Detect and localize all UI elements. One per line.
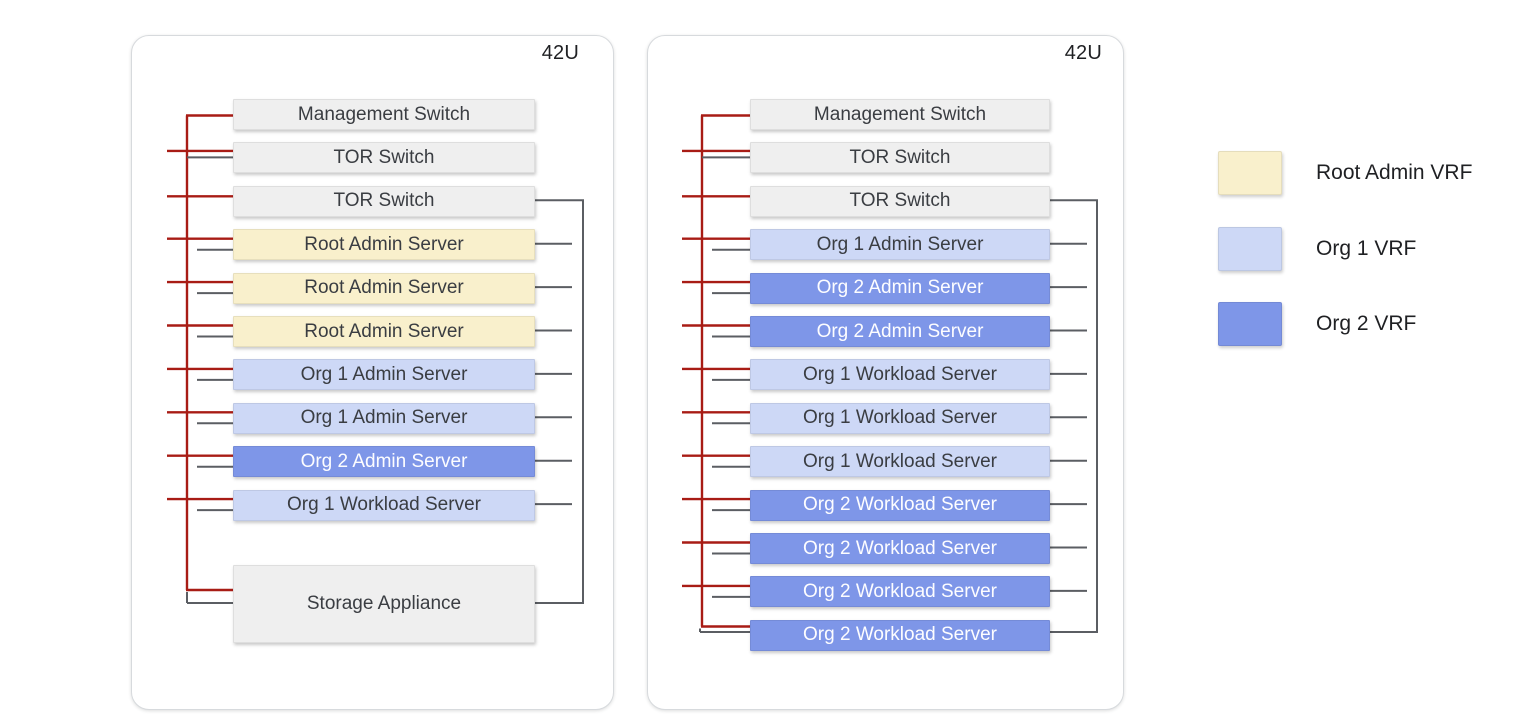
rack-unit-label: Org 2 Admin Server bbox=[816, 277, 984, 299]
rack-unit-label: Org 2 Workload Server bbox=[803, 580, 997, 602]
rack-unit-label: Org 1 Workload Server bbox=[803, 450, 997, 472]
rack-unit-label: Org 2 Workload Server bbox=[803, 624, 997, 646]
rack-1-capacity-label: 42U bbox=[541, 42, 579, 64]
rack-unit-label: TOR Switch bbox=[849, 190, 951, 212]
rack-unit-label: Org 2 Workload Server bbox=[803, 537, 997, 559]
rack-unit-label: Org 1 Workload Server bbox=[803, 363, 997, 385]
rack-unit: Management Switch bbox=[233, 99, 535, 130]
rack-unit-label: Org 1 Admin Server bbox=[300, 363, 468, 385]
rack-unit: Org 1 Workload Server bbox=[750, 402, 1050, 434]
legend-label: Root Admin VRF bbox=[1316, 161, 1473, 184]
legend-color-swatch bbox=[1218, 302, 1282, 346]
rack-unit: Org 2 Workload Server bbox=[750, 619, 1050, 651]
rack-unit: TOR Switch bbox=[233, 185, 535, 217]
legend-item: Root Admin VRF bbox=[1218, 151, 1472, 195]
legend-label: Org 2 VRF bbox=[1316, 312, 1417, 335]
rack-unit-label: Root Admin Server bbox=[304, 277, 464, 299]
legend-item: Org 2 VRF bbox=[1218, 302, 1416, 346]
rack-unit-label: Org 2 Admin Server bbox=[816, 320, 984, 342]
legend-label: Org 1 VRF bbox=[1316, 236, 1417, 260]
rack-unit-label: Org 2 Workload Server bbox=[803, 494, 997, 516]
rack-unit: Org 1 Admin Server bbox=[233, 402, 535, 434]
rack-unit: TOR Switch bbox=[750, 185, 1050, 217]
rack-unit-label: Org 1 Workload Server bbox=[287, 494, 481, 516]
rack-unit: Org 2 Admin Server bbox=[233, 446, 535, 478]
rack-unit-label: Storage Appliance bbox=[306, 593, 462, 614]
rack-unit-label: Management Switch bbox=[813, 103, 987, 125]
rack-unit-label: Org 1 Workload Server bbox=[803, 407, 997, 429]
rack-unit-label: Org 2 Admin Server bbox=[300, 450, 468, 472]
rack-unit-label: Root Admin Server bbox=[304, 320, 464, 342]
rack-unit: Storage Appliance bbox=[233, 565, 535, 643]
legend-color-swatch bbox=[1218, 151, 1282, 195]
rack-unit: Org 1 Workload Server bbox=[750, 359, 1050, 391]
rack-unit-label: TOR Switch bbox=[333, 190, 435, 212]
rack-unit: Management Switch bbox=[750, 99, 1050, 130]
rack-unit: Root Admin Server bbox=[233, 229, 535, 261]
rack-unit: Org 2 Admin Server bbox=[750, 316, 1050, 347]
rack-unit: Org 1 Workload Server bbox=[750, 446, 1050, 478]
legend-item: Org 1 VRF bbox=[1218, 226, 1417, 271]
rack-unit: Org 1 Admin Server bbox=[233, 359, 535, 391]
rack-unit: Org 1 Workload Server bbox=[233, 489, 535, 521]
rack-unit-label: Management Switch bbox=[297, 103, 471, 125]
rack-unit: TOR Switch bbox=[750, 142, 1050, 174]
rack-unit-label: Root Admin Server bbox=[304, 233, 464, 255]
rack-unit-label: TOR Switch bbox=[849, 146, 951, 168]
rack-unit: Org 2 Workload Server bbox=[750, 533, 1050, 564]
rack-unit-label: Org 1 Admin Server bbox=[816, 233, 984, 255]
rack-unit: Org 1 Admin Server bbox=[750, 229, 1050, 261]
rack-unit-label: TOR Switch bbox=[333, 146, 435, 168]
legend-color-swatch bbox=[1218, 226, 1282, 271]
rack-unit: Root Admin Server bbox=[233, 272, 535, 304]
rack-2-capacity-label: 42U bbox=[1064, 42, 1102, 64]
rack-unit-label: Org 1 Admin Server bbox=[300, 407, 468, 429]
rack-unit: Org 2 Workload Server bbox=[750, 576, 1050, 608]
rack-unit: TOR Switch bbox=[233, 142, 535, 174]
rack-unit: Root Admin Server bbox=[233, 316, 535, 347]
rack-unit: Org 2 Admin Server bbox=[750, 272, 1050, 304]
rack-unit: Org 2 Workload Server bbox=[750, 489, 1050, 521]
